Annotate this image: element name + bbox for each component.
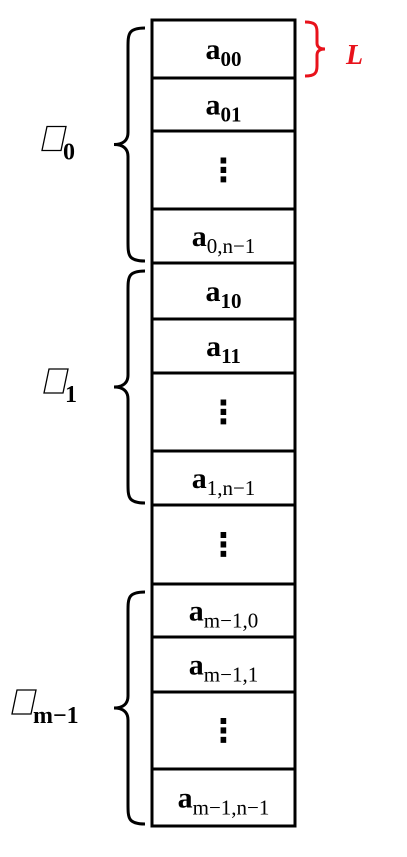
element-label: a1,n−1 xyxy=(192,462,256,500)
vertical-ellipsis: ⋮ xyxy=(208,526,240,564)
row-symbol-subscript: m−1 xyxy=(33,703,79,729)
element-name: a xyxy=(192,462,207,495)
cells-layer: a00a01⋮a0,n−1a10a11⋮a1,n−1⋮am−1,0am−1,1⋮… xyxy=(150,18,297,828)
element-label: a01 xyxy=(206,89,242,127)
element-label: a00 xyxy=(206,33,242,71)
row-group-label: 0 xyxy=(41,125,75,166)
element-subscript: m−1,0 xyxy=(204,609,258,633)
vertical-ellipsis: ⋮ xyxy=(208,712,240,750)
row-group-brace xyxy=(113,269,146,505)
vertical-ellipsis: ⋮ xyxy=(208,151,240,189)
element-subscript: m−1,n−1 xyxy=(193,796,270,820)
row-group-label: m−1 xyxy=(11,689,79,729)
element-name: a xyxy=(206,330,221,363)
array-element-cell: a11 xyxy=(152,317,295,368)
element-label: a0,n−1 xyxy=(192,220,256,258)
ellipsis-cell: ⋮ xyxy=(152,371,295,431)
array-element-cell: am−1,1 xyxy=(152,635,295,687)
array-element-cell: am−1,n−1 xyxy=(152,767,295,820)
element-size-brace xyxy=(304,20,326,78)
element-name: a xyxy=(206,89,221,122)
element-label: a10 xyxy=(206,275,242,313)
element-label: a11 xyxy=(206,330,241,368)
ellipsis-cell: ⋮ xyxy=(152,129,295,189)
element-name: a xyxy=(189,595,204,628)
array-element-cell: am−1,0 xyxy=(152,582,295,633)
ellipsis-cell: ⋮ xyxy=(152,503,295,564)
array-element-cell: a10 xyxy=(152,261,295,313)
row-group-brace xyxy=(113,26,146,263)
element-subscript: 0,n−1 xyxy=(207,234,256,258)
element-label: am−1,0 xyxy=(189,595,258,633)
element-label: am−1,n−1 xyxy=(178,782,270,820)
element-subscript: 00 xyxy=(221,47,242,71)
row-symbol-subscript: 0 xyxy=(63,140,75,166)
labels-layer: 01m−1L xyxy=(11,40,363,729)
array-element-cell: a0,n−1 xyxy=(152,207,295,258)
row-group-label: 1 xyxy=(43,368,77,408)
element-size-label: L xyxy=(345,40,363,71)
element-subscript: 01 xyxy=(221,103,242,127)
element-name: a xyxy=(206,33,221,66)
element-name: a xyxy=(178,782,193,815)
array-outline xyxy=(150,18,297,828)
ellipsis-cell: ⋮ xyxy=(152,690,295,750)
row-group-brace xyxy=(113,590,146,826)
row-symbol-glyph xyxy=(11,689,37,715)
vertical-ellipsis: ⋮ xyxy=(208,393,240,431)
element-name: a xyxy=(189,649,204,682)
braces-layer xyxy=(113,20,326,826)
element-label: am−1,1 xyxy=(189,649,258,687)
row-symbol-glyph xyxy=(41,125,67,152)
row-symbol-glyph xyxy=(43,368,69,394)
element-subscript: 10 xyxy=(221,289,242,313)
array-element-cell: a00 xyxy=(206,33,242,71)
array-element-cell: a01 xyxy=(152,76,295,127)
element-subscript: m−1,1 xyxy=(204,663,258,687)
row-symbol-subscript: 1 xyxy=(65,382,77,408)
element-subscript: 1,n−1 xyxy=(207,476,256,500)
array-element-cell: a1,n−1 xyxy=(152,449,295,500)
element-name: a xyxy=(206,275,221,308)
element-subscript: 11 xyxy=(221,344,241,368)
element-name: a xyxy=(192,220,207,253)
